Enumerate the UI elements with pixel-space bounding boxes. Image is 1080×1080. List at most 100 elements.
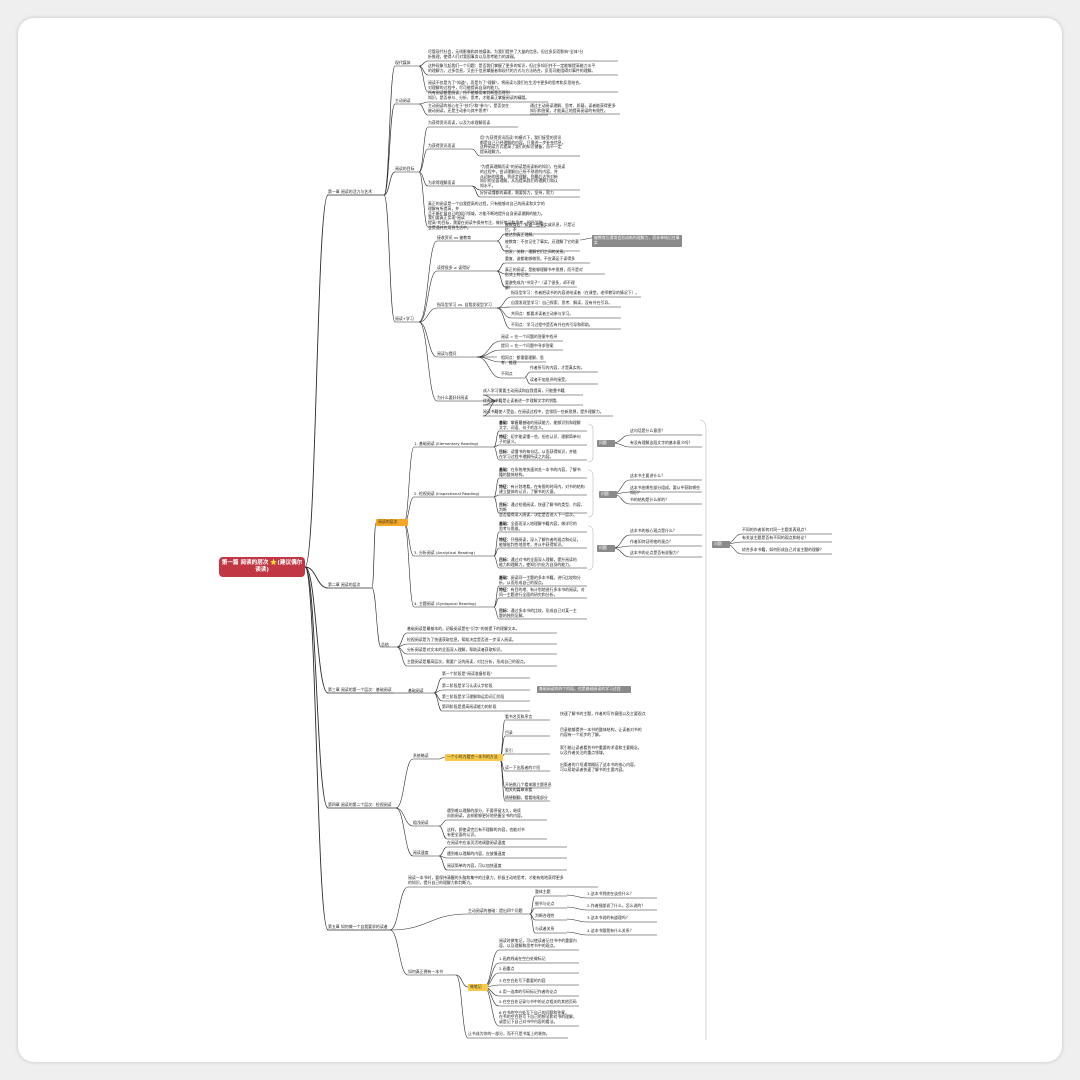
level-tag: 阅读的层次	[376, 519, 408, 526]
node-text: 通过检视阅读，快速了解书的类型、内容，判断 是否值得深入阅读，决定是否进入下一层…	[499, 502, 585, 517]
root-node[interactable]: 第一篇 阅读的层次 ⭐(建议偶尔读读)	[219, 557, 305, 577]
mindmap-leaf: 作者所写的内容，才是真实的。	[530, 365, 585, 371]
node-key: 目标：	[499, 557, 511, 562]
connector-line	[371, 587, 382, 648]
question-tag: 问题	[597, 440, 615, 447]
connector-line	[418, 171, 429, 187]
mindmap-leaf: 1.这本书到底在谈些什么？	[587, 891, 634, 897]
mindmap-leaf: 3.在空白处写下重要的内容	[499, 978, 546, 984]
mindmap-leaf: 阅读不仅是为了"知道"，而是为了"理解"。将阅读与我们在生活中更多的思考和反思结…	[428, 80, 583, 91]
level-node: 3. 分析阅读 (Analytical Reading)	[414, 550, 475, 555]
mindmap-leaf: 优秀的书籍是让读者进一步理解文字的钥匙	[483, 398, 557, 404]
topic-node: 系统略读	[413, 753, 429, 758]
mindmap-leaf: 4.这本书跟我有什么关系？	[587, 928, 634, 934]
topic-node: 为求得理解而读	[428, 180, 456, 185]
mindmap-leaf: 快速了解书的主题，作者的写作意图以及主要观点	[560, 711, 646, 716]
connector-line	[304, 194, 329, 568]
topic-node: 粗浅阅读	[413, 820, 429, 825]
mindmap-node: 目标：读懂书的每句话，从而获得知识，并能 在学习过程中理解所读之内容。	[499, 449, 587, 460]
node-key: 特征：	[499, 434, 511, 439]
topic-node: 为获得资讯而读	[428, 143, 456, 148]
connector-line	[304, 566, 329, 694]
connector-line	[389, 913, 469, 931]
mindmap-leaf: 不同点	[501, 371, 513, 377]
node-key: 目标：	[499, 449, 511, 454]
mindmap-node: 特征：仔细阅读，深入了解作者的观点和论证， 能够批判性地思考，并从中获得知识。	[499, 537, 587, 548]
mindmap-leaf: 随便翻翻，看看结尾部分	[505, 795, 548, 800]
mindmap-leaf: 2.作者细部说了什么，怎么说的？	[587, 903, 646, 909]
mindmap-leaf: 阅读书籍使人受益，在阅读过程中，会领悟一些新思想，提升理解力。	[483, 409, 604, 415]
chapter-node: 第三章 阅读的第一个层次：基础阅读	[328, 686, 392, 692]
mindmap-leaf: 为获得资讯而读，以及为求理解而读	[428, 120, 491, 126]
mindmap-leaf: 真正的阅读是一个自我提高的过程，只有能够对自己的阅读和文字的理解有所提高，并 且…	[428, 201, 545, 230]
connector-line	[566, 918, 588, 923]
mindmap-leaf: 开始挑几个看来跟主题息息相关的篇章来看	[505, 782, 552, 792]
mindmap-leaf: 1.画底线或在空白处做标记	[499, 956, 546, 962]
topic-node: 指导型学习 vs. 自我发现型学习	[437, 302, 492, 307]
connector-line	[304, 566, 329, 809]
connector-line	[433, 677, 443, 694]
mindmap-leaf: 基础阅读是最基本的，初级阅读是在"识字"的前提下的理解文本。	[407, 626, 520, 632]
connector-line	[493, 496, 500, 514]
mindmap-leaf: 第三阶段是学习理解和运用词汇阶段	[442, 694, 505, 700]
node-text: 阅读同一主题的多本书籍，进行比较和分 析，从而形成自己的观点。	[499, 575, 581, 585]
connector-line	[395, 807, 414, 857]
node-key: 特征：	[499, 537, 511, 542]
connector-line	[418, 307, 438, 323]
mindmap-leaf: 有关该主题是否有不同的观点和结论？	[742, 535, 809, 541]
connector-line	[566, 906, 588, 911]
mindmap-leaf: 真正的阅读，是能够理解书中思想，而不是对 形式上的记住。	[505, 267, 583, 277]
mindmap-leaf: 这本书的核心观点是什么？	[630, 528, 677, 534]
connector-line	[493, 547, 500, 557]
mindmap-leaf: 第一个阶段是"阅读准备阶段"	[442, 671, 493, 677]
connector-line	[438, 756, 446, 760]
mindmap-node: 特征：初步能读懂一些，但也认识、理解简单句 子的意义。	[499, 434, 587, 445]
tag-node: 做笔记	[468, 984, 488, 991]
mindmap-leaf: 自我发现型学习：自己探索、思考、解读，没有外在引导。	[511, 300, 613, 306]
topic-node: 阅读的目标	[395, 166, 415, 171]
connector-line	[304, 566, 329, 589]
mindmap-leaf: 阅读简单的内容，可以加快速度	[447, 863, 502, 869]
connector-line	[483, 949, 500, 988]
mindmap-leaf: 第四阶段是提高阅读能力的阶段	[442, 704, 497, 710]
connector-line	[529, 895, 536, 915]
topic-node: 接收资讯 vs 被教育	[437, 235, 472, 240]
question-tag: 问题	[597, 545, 615, 552]
question-tag: 问题	[599, 491, 617, 498]
level-node: 4. 主题阅读 (Syntopical Reading)	[414, 601, 477, 606]
mindmap-leaf: 分析阅读是对文本的全面深入理解，帮助读者获取知识。	[407, 647, 505, 653]
mindmap-leaf: 阅读 = 在一个问题的答案中找寻	[501, 334, 558, 340]
connector-line	[433, 692, 443, 712]
chapter-node: 第四章 阅读的第二个层次：检视阅读	[328, 801, 392, 807]
mindmap-leaf: 尽管现代社会，无线影像和其他媒体。为我们提供了大量的信息，但过多反而影响"全体"…	[428, 49, 584, 60]
mindmap-leaf: 检视阅读是为了快速获取信息，帮助决定是否进一步深入阅读。	[407, 637, 516, 643]
connector-line	[438, 846, 448, 857]
question-tag: 问题	[712, 541, 730, 548]
mindmap-leaf: 主动阅读的核心在于"技巧"和"参与"，是否仅在 被动阅读，还是主动参与其中思考？	[428, 103, 510, 114]
mindmap-leaf: 阅读时做笔记，可以使读者记住书中的重要内容，以及理解和思考书中的观点。	[499, 938, 577, 949]
connector-line	[612, 434, 631, 444]
mindmap-canvas	[18, 18, 1062, 1062]
topic-node: 主动阅读	[395, 98, 411, 103]
connector-line	[612, 545, 631, 549]
connector-line	[438, 855, 448, 871]
connector-line	[496, 270, 506, 288]
node-key: 基础：	[499, 521, 511, 526]
node-text: 全面而深入地理解书籍内容，做详尽的 思考与思维。	[499, 521, 577, 531]
connector-line	[493, 446, 500, 461]
connector-line	[396, 632, 408, 648]
connector-line	[418, 240, 438, 323]
mindmap-leaf: 遇到难以理解的内容，应放慢速度	[447, 851, 506, 857]
mindmap-leaf: 用"为获得资讯而读"的模式下，我们接受的资讯 都是自己已经理解的内容，只需进一步…	[480, 134, 566, 155]
connector-line	[418, 321, 438, 358]
connector-line	[403, 522, 415, 557]
mindmap-leaf: 索引能让读者看到书中重要的术语和主要概念， 以及作者关注的重点领域。	[560, 745, 642, 755]
connector-line	[418, 148, 429, 173]
chapter-node: 第一章 阅读的活力与艺术	[328, 188, 373, 194]
mindmap-leaf: 判断合理性	[535, 913, 555, 919]
node-key: 特征：	[499, 484, 511, 489]
connector-line	[403, 522, 415, 608]
mindmap-leaf: 看书名页和序言	[505, 714, 533, 719]
node-text: 通过对书的全面深入理解，提升阅读的 能力和理解力，使知识内化为自身的能力。	[499, 557, 577, 567]
mindmap-leaf: 读者不加批评的接受。	[530, 377, 569, 383]
